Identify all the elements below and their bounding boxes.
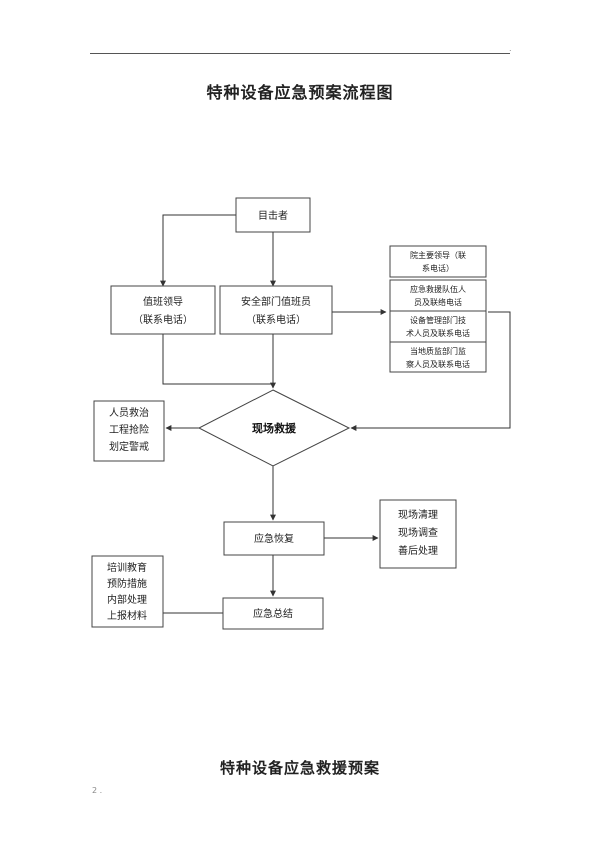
right-action-2: 现场调查 — [398, 526, 438, 539]
node-duty-leader-line-1: 值班领导 — [143, 295, 183, 308]
contact-2-line-2: 员及联络电话 — [414, 297, 462, 307]
node-safety-duty-line-2: （联系电话） — [246, 313, 306, 326]
section-title: 特种设备应急救援预案 — [219, 759, 380, 777]
node-recovery: 应急恢复 — [223, 521, 325, 556]
node-onsite-rescue: 现场救援 — [197, 389, 351, 467]
edge-witness-to-duty-leader — [160, 214, 236, 287]
node-summary-actions: 培训教育 预防措施 内部处理 上报材料 — [91, 555, 164, 628]
contact-1-line-1: 院主要领导（联 — [410, 250, 466, 260]
left-action-3: 划定警戒 — [109, 440, 149, 453]
summary-action-1: 培训教育 — [107, 561, 147, 574]
edge-duty-leader-to-rescue — [162, 334, 273, 385]
node-witness: 目击者 — [235, 197, 311, 233]
node-recovery-label: 应急恢复 — [254, 532, 294, 545]
footer-mark: 2 . — [92, 786, 103, 795]
right-action-3: 善后处理 — [398, 544, 438, 557]
contact-1-line-2: 系电话） — [422, 263, 454, 273]
node-summary: 应急总结 — [222, 597, 324, 630]
summary-action-4: 上报材料 — [107, 609, 147, 622]
node-safety-duty-line-1: 安全部门值班员 — [241, 295, 311, 308]
node-contacts: 院主要领导（联 系电话） 应急救援队伍人 员及联络电话 设备管理部门技 术人员及… — [389, 245, 487, 373]
corner-mark: . — [509, 44, 512, 53]
contact-4-line-2: 察人员及联系电话 — [406, 359, 470, 369]
node-onsite-rescue-label: 现场救援 — [252, 421, 297, 435]
contact-3-line-2: 术人员及联系电话 — [406, 328, 470, 338]
node-summary-label: 应急总结 — [253, 607, 293, 620]
left-action-1: 人员救治 — [109, 406, 149, 419]
left-action-2: 工程抢险 — [109, 423, 149, 436]
contact-3-line-1: 设备管理部门技 — [410, 315, 466, 325]
right-action-1: 现场清理 — [398, 508, 438, 521]
node-duty-leader: 值班领导 （联系电话） — [110, 285, 216, 335]
page-title: 特种设备应急预案流程图 — [206, 83, 394, 102]
summary-action-3: 内部处理 — [107, 593, 147, 606]
edge-contacts-to-rescue — [350, 311, 511, 431]
summary-action-2: 预防措施 — [107, 577, 147, 590]
node-right-actions: 现场清理 现场调查 善后处理 — [379, 499, 457, 569]
top-rule — [90, 53, 510, 54]
edges — [160, 214, 511, 614]
node-safety-duty: 安全部门值班员 （联系电话） — [219, 285, 333, 335]
contact-4-line-1: 当地质监部门监 — [410, 346, 466, 356]
node-duty-leader-line-2: （联系电话） — [133, 313, 193, 326]
node-left-actions: 人员救治 工程抢险 划定警戒 — [93, 400, 165, 462]
node-witness-label: 目击者 — [258, 210, 288, 222]
contact-2-line-1: 应急救援队伍人 — [410, 284, 466, 294]
